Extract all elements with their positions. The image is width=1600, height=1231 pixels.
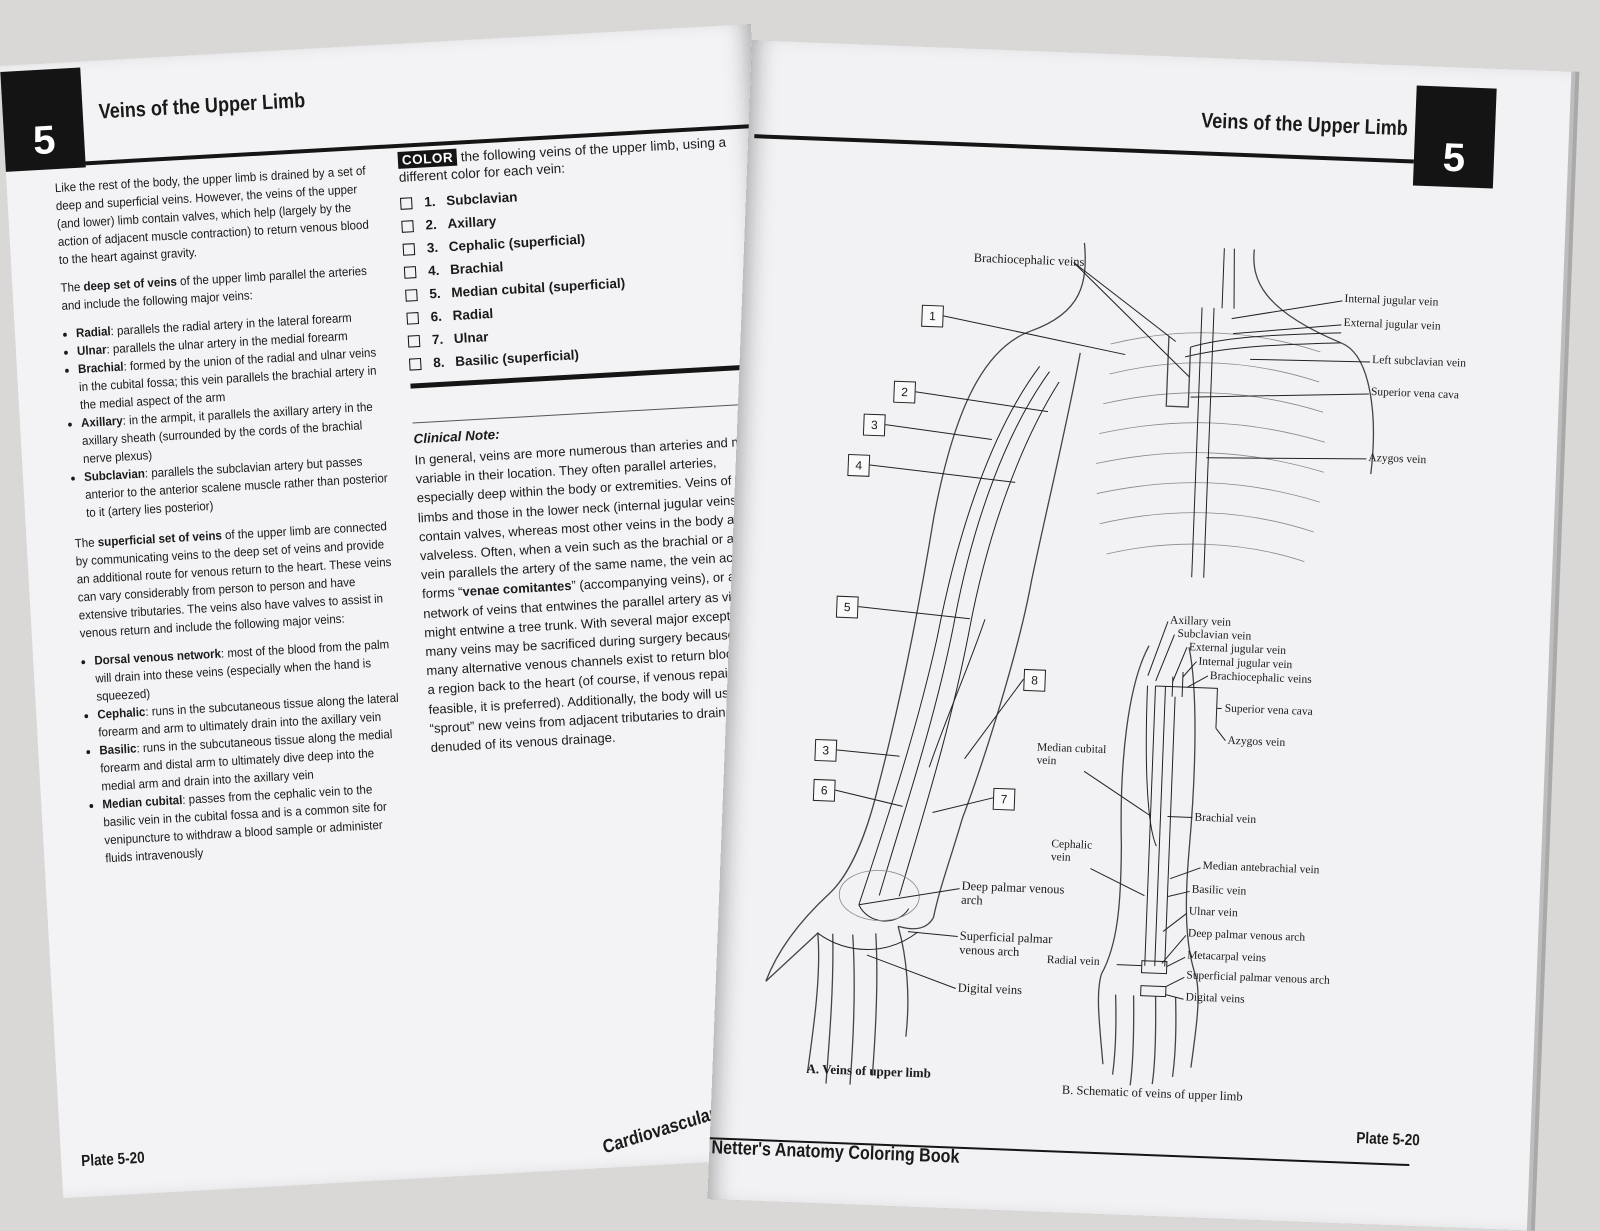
deep-veins-list: Radial: parallels the radial artery in t… xyxy=(63,307,390,522)
label-azygos-vein: Azygos vein xyxy=(1368,452,1426,466)
checkbox[interactable] xyxy=(401,220,414,233)
label-b-brachial-vein: Brachial vein xyxy=(1194,812,1256,826)
body-column-left: Like the rest of the body, the upper lim… xyxy=(54,161,409,880)
header-rule xyxy=(754,134,1414,163)
number-box-1: 1 xyxy=(921,305,944,328)
label-b-axillary-vein: Axillary vein xyxy=(1170,614,1231,628)
coloring-instructions: COLOR the following veins of the upper l… xyxy=(397,132,780,757)
label-b-median-cubital-vein: Median cubital vein xyxy=(1036,741,1109,770)
label-b-radial-vein: Radial vein xyxy=(1047,954,1100,968)
arm-outline xyxy=(762,322,1081,1093)
number-box-3b: 3 xyxy=(814,739,837,762)
checkbox[interactable] xyxy=(408,334,421,347)
page-title: Veins of the Upper Limb xyxy=(1201,109,1408,141)
checkbox[interactable] xyxy=(409,357,422,370)
chapter-number-box: 5 xyxy=(0,68,85,172)
label-b-cephalic-vein: Cephalic vein xyxy=(1051,838,1104,866)
label-digital-veins: Digital veins xyxy=(957,981,1022,998)
color-tag: COLOR xyxy=(397,149,457,169)
label-b-basilic-vein: Basilic vein xyxy=(1191,884,1246,898)
checkbox[interactable] xyxy=(406,312,419,325)
footer-plate: Plate 5-20 xyxy=(81,1150,145,1172)
left-page: 5 Veins of the Upper Limb Like the rest … xyxy=(0,24,814,1198)
thorax-outline xyxy=(1022,241,1381,584)
superficial-veins-list: Dorsal venous network: most of the blood… xyxy=(81,635,409,868)
chapter-number: 5 xyxy=(32,118,57,164)
number-box-2: 2 xyxy=(893,381,916,404)
right-page: 5 Veins of the Upper Limb xyxy=(707,40,1571,1231)
deep-veins-intro: The deep set of veins of the upper limb … xyxy=(60,261,378,315)
footer-plate: Plate 5-20 xyxy=(1356,1130,1420,1150)
chapter-number: 5 xyxy=(1442,136,1466,182)
number-box-4: 4 xyxy=(847,454,870,477)
number-box-6: 6 xyxy=(813,779,836,802)
number-box-3: 3 xyxy=(863,414,886,437)
checkbox[interactable] xyxy=(404,266,417,279)
vein-checklist: 1.Subclavian 2.Axillary 3.Cephalic (supe… xyxy=(400,172,760,375)
label-b-azygos-vein: Azygos vein xyxy=(1227,735,1285,749)
chapter-number-box: 5 xyxy=(1413,86,1497,189)
footer-book-title: Netter's Anatomy Coloring Book xyxy=(711,1137,960,1169)
intro-paragraph: Like the rest of the body, the upper lim… xyxy=(54,161,375,269)
book-spread: 5 Veins of the Upper Limb Like the rest … xyxy=(0,0,1600,1200)
list-item: Median cubital: passes from the cephalic… xyxy=(102,779,409,868)
superficial-veins-intro: The superficial set of veins of the uppe… xyxy=(74,517,396,642)
figure-b-leaders xyxy=(1076,618,1230,1000)
page-title: Veins of the Upper Limb xyxy=(98,89,306,125)
number-box-5: 5 xyxy=(836,596,859,619)
checkbox[interactable] xyxy=(400,197,413,210)
checkbox[interactable] xyxy=(403,243,416,256)
figure-b-schematic xyxy=(1095,644,1219,1088)
number-box-8: 8 xyxy=(1023,669,1046,692)
figure-a-leaders xyxy=(826,254,1374,1003)
number-box-7: 7 xyxy=(993,788,1016,811)
label-b-digital-veins: Digital veins xyxy=(1185,991,1245,1005)
label-deep-palmar-venous-arch: Deep palmar venous arch xyxy=(961,879,1072,911)
label-b-ulnar-vein: Ulnar vein xyxy=(1189,905,1238,919)
vein-illustration: Brachiocephalic veins Internal jugular v… xyxy=(752,191,1506,1118)
checkbox[interactable] xyxy=(405,289,418,302)
